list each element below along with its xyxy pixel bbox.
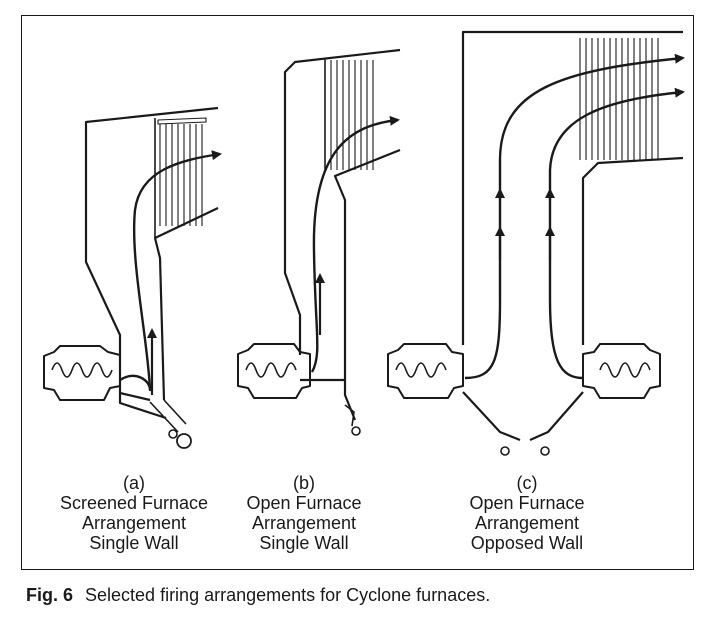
panel-a-line-3: Single Wall [89, 533, 179, 553]
panel-label-b: (b) Open Furnace Arrangement Single Wall [214, 473, 394, 553]
panel-b-line-1: Open Furnace [246, 493, 362, 513]
cyclone-b [237, 343, 311, 399]
superheater-c [579, 38, 659, 160]
panel-b-letter: (b) [293, 473, 315, 493]
flow-arrow-a [119, 150, 222, 392]
caption-text: Selected firing arrangements for Cyclone… [85, 585, 491, 605]
furnace-a-outline [84, 106, 219, 420]
furnace-b-outline [283, 48, 401, 355]
panel-b-line-2: Arrangement [251, 513, 357, 533]
superheater-a [157, 117, 207, 226]
panel-a-line-1: Screened Furnace [59, 493, 209, 513]
panel-c-line-1: Open Furnace [469, 493, 585, 513]
flow-arrow-c-right [548, 87, 685, 380]
figure-frame [21, 15, 694, 570]
cyclone-c-right [582, 343, 661, 399]
panel-a-letter: (a) [123, 473, 145, 493]
cyclone-c-left [387, 343, 464, 399]
figure-caption: Fig. 6 Selected firing arrangements for C… [26, 585, 490, 606]
panel-c-line-2: Arrangement [474, 513, 580, 533]
panel-c-letter: (c) [516, 473, 538, 493]
flow-arrow-c-left [464, 53, 685, 380]
cyclone-a [43, 345, 121, 401]
furnace-c [387, 30, 685, 456]
furnace-b-nose [333, 148, 401, 421]
figure-number: Fig. 6 [26, 585, 74, 605]
panel-b-line-3: Single Wall [259, 533, 349, 553]
superheater-b [330, 60, 374, 170]
furnace-b [237, 48, 401, 436]
panel-c-line-3: Opposed Wall [470, 533, 584, 553]
furnace-c-right-wall [581, 156, 684, 345]
panel-a-line-2: Arrangement [81, 513, 187, 533]
panel-label-c: (c) Open Furnace Arrangement Opposed Wal… [437, 473, 617, 553]
furnace-c-outline [461, 30, 683, 345]
panel-label-a: (a) Screened Furnace Arrangement Single … [44, 473, 224, 553]
flow-arrow-b [310, 115, 400, 373]
furnace-a [43, 106, 222, 449]
furnace-a-nose [153, 207, 219, 401]
